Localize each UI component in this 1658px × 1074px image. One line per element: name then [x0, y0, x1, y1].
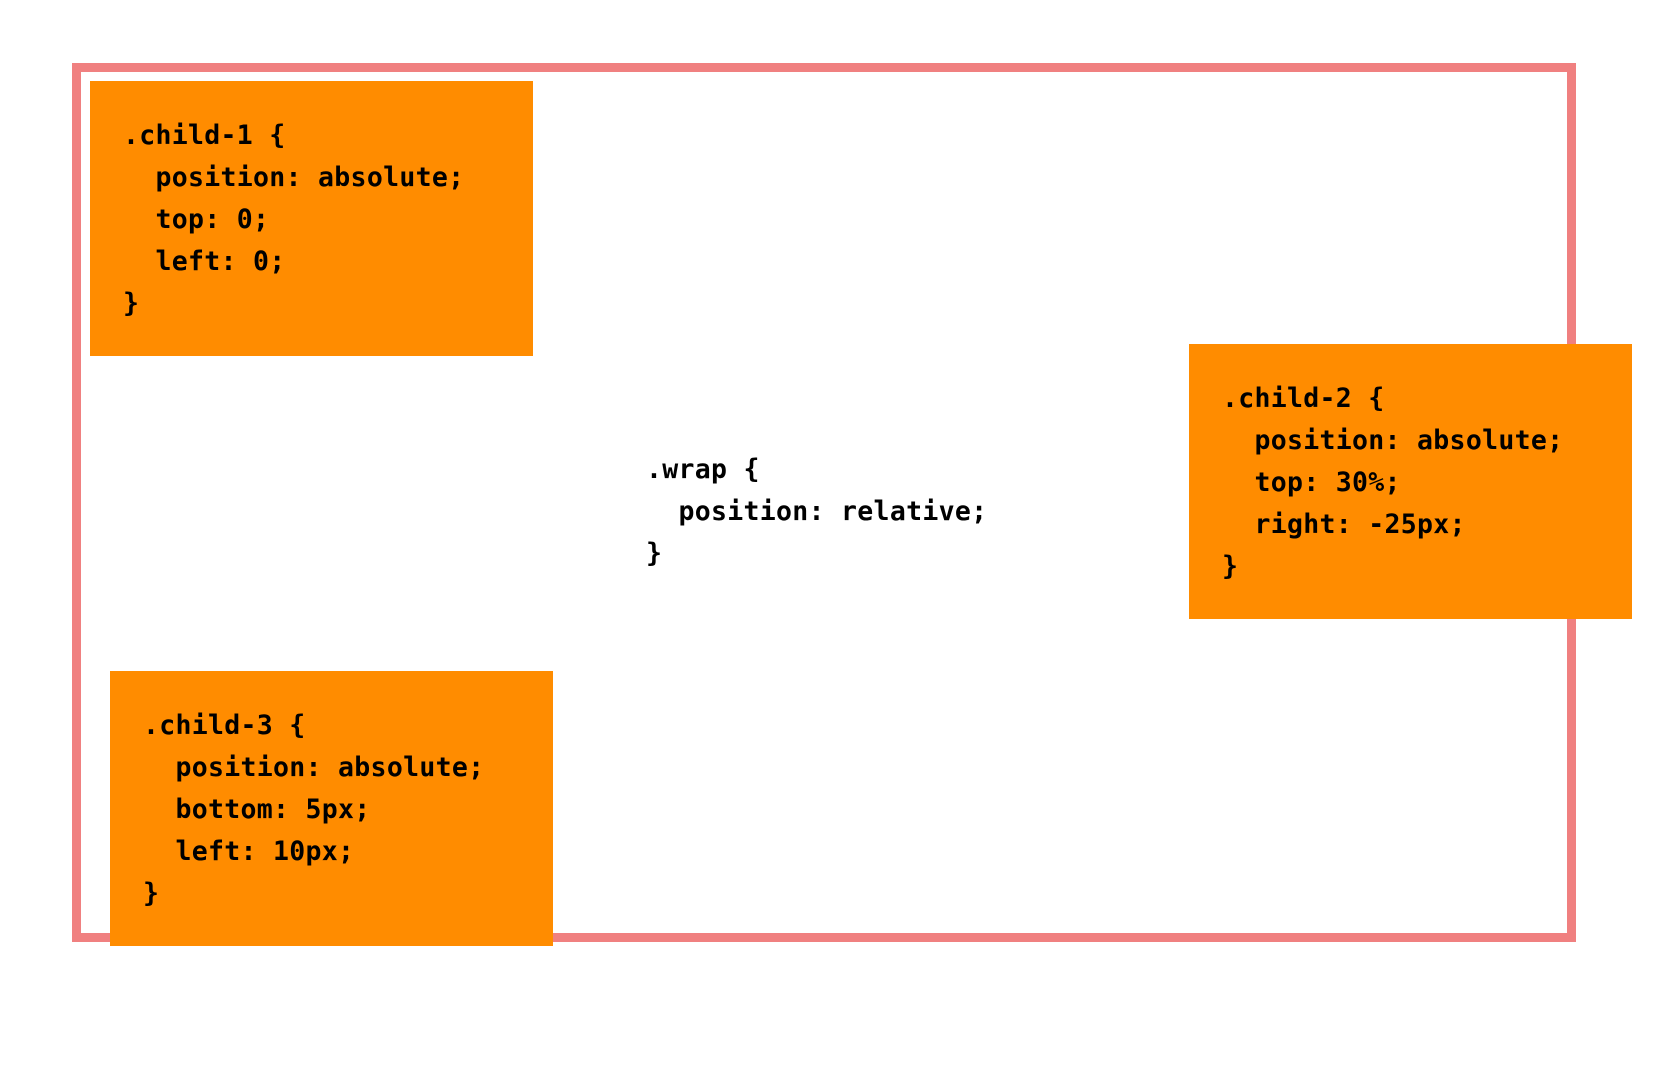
child-3-box: .child-3 { position: absolute; bottom: 5…: [110, 671, 553, 946]
child-1-box: .child-1 { position: absolute; top: 0; l…: [90, 81, 533, 356]
child-2-box: .child-2 { position: absolute; top: 30%;…: [1189, 344, 1632, 619]
wrap-container: .wrap { position: relative; } .child-1 {…: [72, 63, 1632, 946]
child-1-code: .child-1 { position: absolute; top: 0; l…: [123, 120, 465, 319]
wrap-code: .wrap { position: relative; }: [646, 454, 988, 569]
child-3-code: .child-3 { position: absolute; bottom: 5…: [143, 710, 485, 909]
child-2-code: .child-2 { position: absolute; top: 30%;…: [1222, 383, 1564, 582]
